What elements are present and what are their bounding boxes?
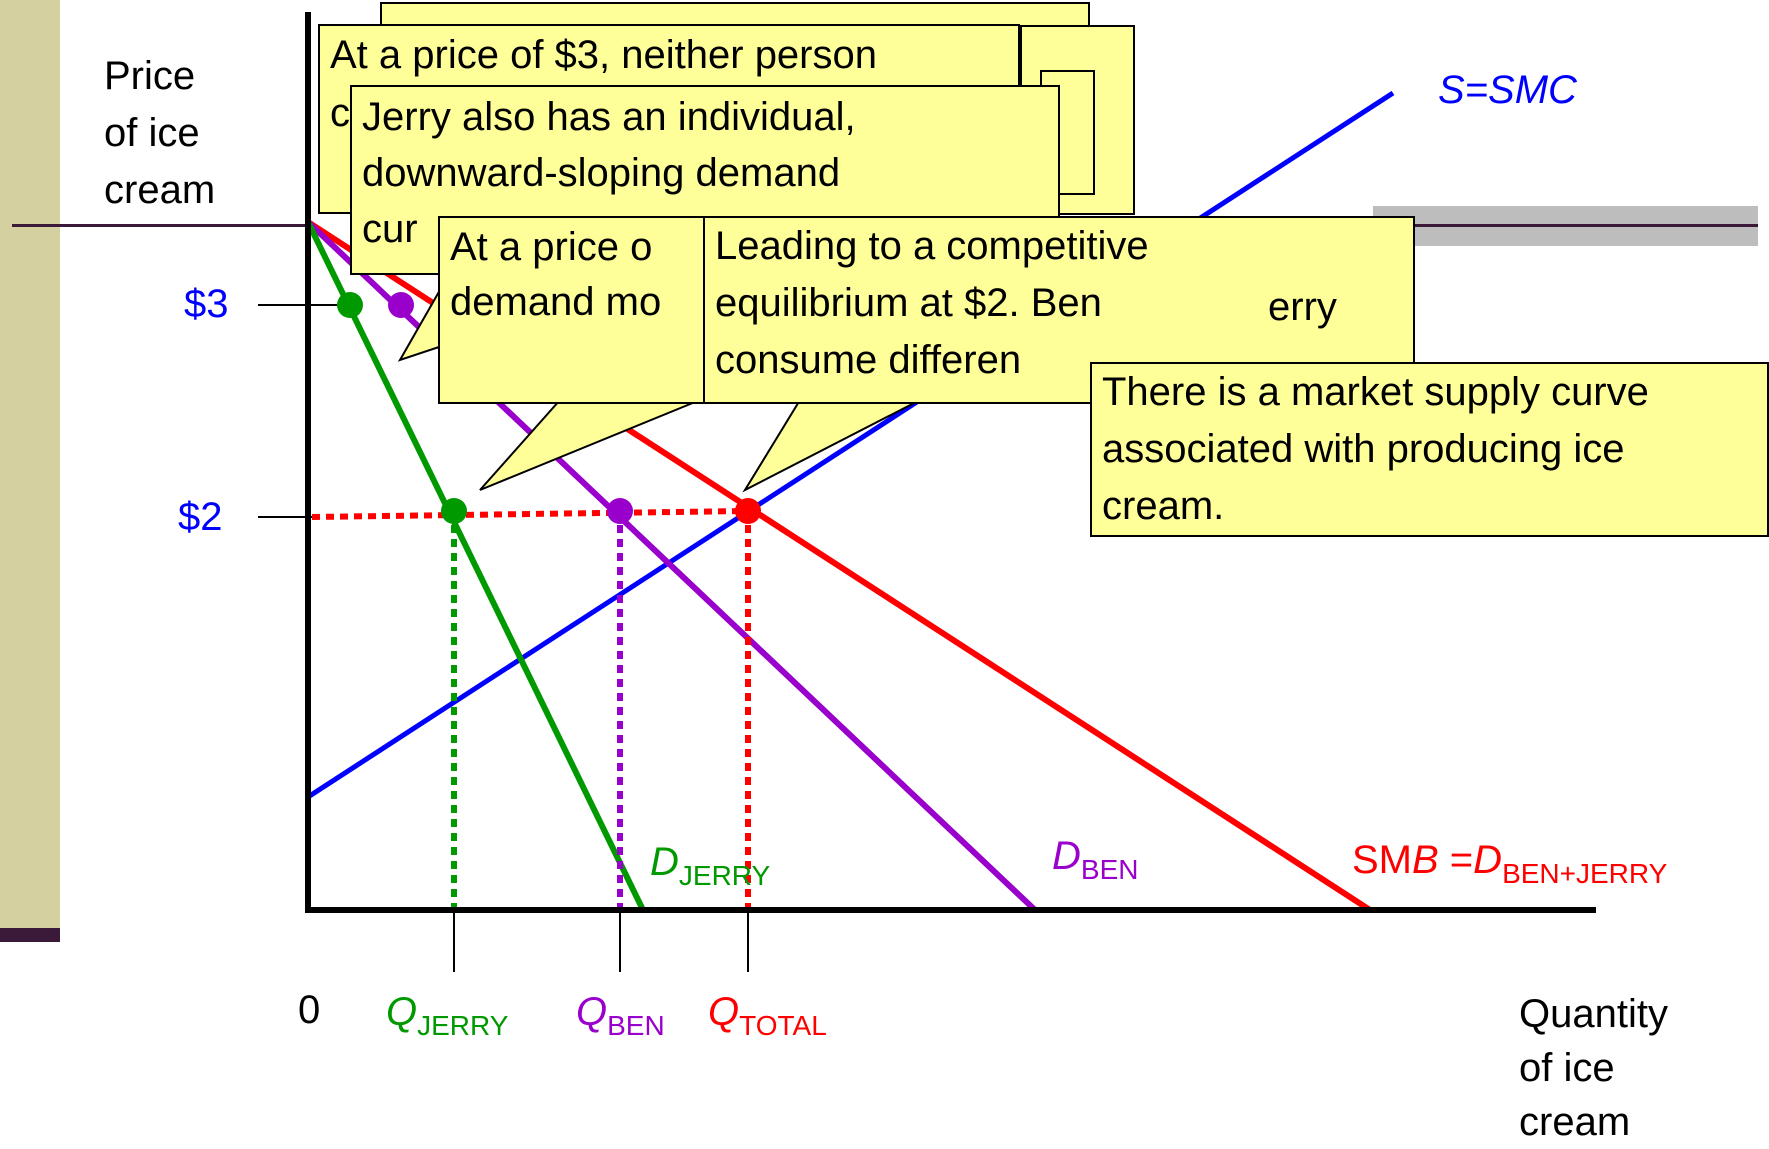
callout-equilibrium-text: consume differen	[715, 338, 1022, 382]
d-jerry-main: D	[650, 840, 679, 884]
callout-price-3-text: c	[330, 91, 350, 135]
jerry-point-2	[441, 498, 467, 524]
callout-4-tail	[742, 399, 921, 493]
smb-eq: =	[1438, 838, 1474, 882]
y-axis-title: Price of ice cream	[104, 48, 215, 219]
side-band	[0, 0, 60, 934]
d-jerry-label: DJERRY	[650, 838, 770, 893]
qjerry-label: QJERRY	[386, 988, 508, 1043]
callout-market-supply-text: associated with producing ice	[1102, 427, 1625, 471]
d-ben-label: DBEN	[1052, 832, 1138, 887]
qtotal-main: Q	[708, 990, 740, 1034]
callout-equilibrium-text: Leading to a competitive	[715, 224, 1149, 268]
y-axis-title-line: Price	[104, 54, 196, 98]
supply-curve-label: S=SMC	[1438, 68, 1577, 112]
y-axis-title-line: of ice	[104, 111, 200, 155]
smb-label: SMB =DBEN+JERRY	[1352, 836, 1667, 891]
title-rule-left	[12, 224, 312, 227]
callout-equilibrium-tail-text: erry	[1268, 285, 1337, 329]
x-axis-title-line: Quantity	[1519, 992, 1668, 1036]
qben-sub: BEN	[607, 1010, 665, 1041]
price-2-guide	[311, 508, 749, 520]
equilibrium-point	[735, 498, 761, 524]
origin-label: 0	[298, 988, 321, 1032]
ben-point-3	[388, 292, 414, 318]
callout-price-demand: At a price o demand mo	[438, 216, 710, 404]
title-rule-right	[1373, 224, 1758, 227]
demand-curve-jerry	[305, 220, 646, 912]
smb-prefix: SM	[1352, 838, 1412, 882]
callout-market-supply-text: There is a market supply curve	[1102, 370, 1649, 414]
supply-curve	[306, 90, 1395, 800]
x-axis-title-line: of ice	[1519, 1046, 1615, 1090]
y-axis-title-line: cream	[104, 168, 216, 212]
qben-label: QBEN	[576, 988, 665, 1043]
x-axis-title-line: cream	[1519, 1100, 1631, 1144]
ben-point-2	[607, 498, 633, 524]
callout-price-demand-text: At a price o	[450, 225, 653, 269]
d-ben-main: D	[1052, 834, 1081, 878]
side-band-bottom-rule	[0, 928, 60, 942]
d-ben-sub: BEN	[1080, 854, 1139, 885]
callout-equilibrium-text: equilibrium at $2. Ben	[715, 281, 1102, 325]
smb-main: D	[1473, 838, 1503, 882]
d-jerry-sub: JERRY	[678, 860, 771, 891]
callout-price-3-text: At a price of $3, neither person	[330, 33, 877, 77]
price-tick-3-label: $3	[184, 282, 229, 326]
callout-price-demand-text: demand mo	[450, 280, 662, 324]
qjerry-sub: JERRY	[417, 1010, 509, 1041]
smb-italic: B	[1412, 838, 1439, 882]
callout-jerry-demand-text: downward-sloping demand	[362, 151, 841, 195]
qtotal-sub: TOTAL	[739, 1010, 827, 1041]
qben-main: Q	[576, 990, 608, 1034]
smb-sub: BEN+JERRY	[1502, 858, 1668, 889]
jerry-point-3	[337, 292, 363, 318]
callout-jerry-demand-text: Jerry also has an individual,	[362, 95, 856, 139]
price-tick-2-label: $2	[178, 495, 223, 539]
callout-market-supply: There is a market supply curve associate…	[1090, 362, 1769, 537]
x-axis-title: Quantity of ice cream	[1519, 987, 1668, 1149]
callout-market-supply-text: cream.	[1102, 484, 1225, 528]
qjerry-main: Q	[386, 990, 418, 1034]
qtotal-label: QTOTAL	[708, 988, 827, 1043]
callout-jerry-demand-text: cur	[362, 207, 418, 251]
